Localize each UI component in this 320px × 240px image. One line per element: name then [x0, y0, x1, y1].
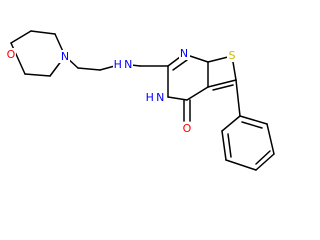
atom-bg [145, 91, 165, 104]
atom-n-pyrimidine: N [180, 47, 188, 60]
molecule-structure: O N H N N S H N O [6, 30, 275, 171]
atom-bg [6, 48, 16, 61]
bond [239, 115, 268, 125]
atom-bg [182, 122, 192, 135]
atom-n-morpholine: N [61, 50, 69, 63]
atom-bg [179, 47, 190, 60]
bond [24, 73, 51, 77]
bond [266, 123, 275, 155]
bond [241, 121, 263, 129]
bond [255, 150, 271, 165]
bond [77, 67, 101, 71]
atom-bg [227, 49, 237, 62]
bond [235, 79, 241, 117]
bond [225, 159, 257, 171]
bond [186, 86, 209, 101]
bond [221, 130, 227, 161]
atom-s-thiophene: S [229, 49, 236, 62]
bond [207, 79, 237, 88]
bond [30, 30, 56, 35]
atom-o-carbonyl: O [183, 122, 192, 135]
bonds [10, 30, 275, 171]
bond [255, 153, 275, 171]
bond [212, 84, 234, 91]
atom-o-morpholine: O [7, 48, 16, 61]
atom-bg [113, 58, 133, 71]
atom-nh-pyrimidine: H N [146, 91, 165, 104]
bond [227, 133, 232, 158]
atom-labels: O N H N N S H N O [6, 47, 237, 135]
atom-bg [59, 50, 70, 63]
bond [221, 115, 241, 132]
atom-nh-linker: H N [114, 58, 133, 71]
bond [172, 59, 188, 71]
bond [10, 30, 32, 44]
